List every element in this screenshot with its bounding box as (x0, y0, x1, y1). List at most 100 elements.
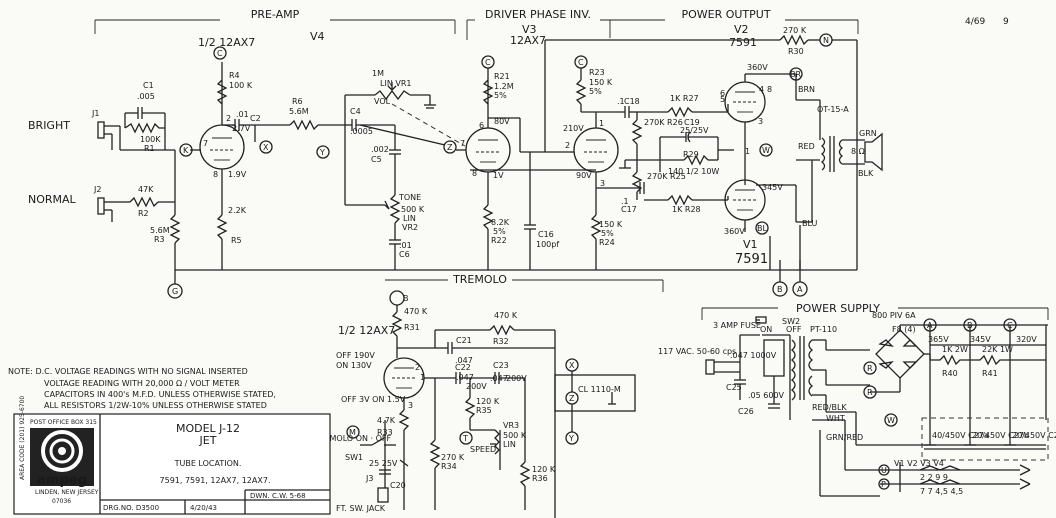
logo-po: POST OFFICE BOX 315 (30, 419, 97, 426)
r30-value: 270 K (783, 26, 807, 35)
node-y-opto: Y (568, 434, 574, 443)
node-y: Y (319, 148, 325, 157)
node-t: T (462, 434, 468, 443)
logo-city: LINDEN, NEW JERSEY (35, 489, 99, 496)
v2-name: V2 (734, 23, 749, 36)
v4-pin7: 7 (203, 139, 208, 148)
node-x-opto: X (569, 361, 575, 370)
c4-label: C4 (350, 107, 361, 116)
note-line1: NOTE: D.C. VOLTAGE READINGS WITH NO SIGN… (8, 367, 248, 376)
c26-value: .05 600V (748, 391, 785, 400)
r6-value: 5.6M (289, 107, 309, 116)
node-r-2: R (867, 388, 873, 397)
tone-label: TONE (398, 193, 421, 202)
r1-label: R1 (144, 144, 155, 153)
c23-label: C23 (493, 361, 509, 370)
v1-type: 7591 (735, 252, 768, 267)
r32-label: R32 (493, 337, 509, 346)
tone-stack (344, 82, 466, 270)
v2-pin4: 4 (759, 85, 764, 94)
power-supply-frame (701, 307, 1049, 320)
vr3-label: VR3 (503, 421, 519, 430)
blk-label: BLK (858, 169, 874, 178)
node-c-v3b: C (578, 58, 584, 67)
r33-label: R33 (377, 428, 393, 437)
r4-label: R4 (229, 71, 240, 80)
r35-value: 120 K (476, 397, 500, 406)
node-w-ps: W (887, 416, 895, 425)
vr3-value: 500 K (503, 431, 527, 440)
c22-voltage: 200V (466, 382, 487, 391)
model-text: MODEL J-12 (176, 422, 240, 435)
v3b-pin1: 1 (599, 119, 604, 128)
c6-label: C6 (399, 250, 410, 259)
v2-type: 7591 (729, 36, 757, 49)
tremolo-title: TREMOLO (452, 273, 507, 286)
date-text: 4/69 (965, 17, 985, 27)
brn-label: BRN (798, 85, 815, 94)
preamp-label: PRE-AMP (251, 8, 300, 21)
v345-label: 345V (762, 183, 783, 192)
v3b-tube (570, 55, 630, 270)
r21-tol: 5% (494, 91, 507, 100)
r28-label: 1K R28 (672, 205, 701, 214)
v2-pin6: 6 (720, 89, 725, 98)
r36-label: R36 (532, 474, 548, 483)
j2-label: J2 (93, 185, 101, 194)
power-supply-title: POWER SUPPLY (796, 302, 880, 315)
node-b-trem: B (403, 294, 409, 303)
r2-label: R2 (138, 209, 149, 218)
r34-value: 270 K (441, 453, 465, 462)
vr2-value: 500 K (401, 205, 425, 214)
c2-value: .01 (236, 110, 249, 119)
v345-ps: 345V (970, 335, 991, 344)
r6-label: R6 (292, 97, 303, 106)
r1-value: 100K (140, 135, 161, 144)
v2-pin8: 8 (767, 85, 772, 94)
node-br: BR (790, 70, 801, 79)
c20-label: C20 (390, 481, 406, 490)
logo-phone: AREA CODE (201) 925-6700 (19, 396, 26, 480)
r34-label: R34 (441, 462, 457, 471)
c5-value: .002 (371, 145, 389, 154)
v4-plate-v: 2.7V (232, 124, 251, 133)
node-k: K (183, 146, 189, 155)
c5-label: C5 (371, 155, 382, 164)
sw2-label: SW2 (782, 317, 800, 326)
transformer-label: OT-15-A (817, 105, 849, 114)
v4-pin2: 2 (226, 114, 231, 123)
v360-top: 360V (747, 63, 768, 72)
node-w-out: W (762, 146, 770, 155)
trem-pin1: 1 (420, 373, 425, 382)
r3-label: R3 (154, 235, 165, 244)
node-c-ps: C (1007, 321, 1013, 330)
node-bl: BL (757, 224, 767, 233)
tremolo-circuit (360, 290, 556, 518)
r29-value: 140 1/2 10W (668, 167, 719, 176)
grn-label: GRN (859, 129, 877, 138)
vr3-type: LIN (503, 440, 516, 449)
v360-bot: 360V (724, 227, 745, 236)
node-u: U (881, 466, 887, 475)
v5-type: 1/2 12AX7 (338, 324, 395, 337)
note-line2: VOLTAGE READING WITH 20,000 Ω / VOLT MET… (44, 379, 240, 388)
input-jacks (97, 107, 181, 270)
heater-pins-b: 7 7 4,5 4,5 (920, 487, 963, 496)
node-p: P (881, 480, 886, 489)
v3b-plate-v: 210V (563, 124, 584, 133)
c19-value: 25/25V (680, 126, 709, 135)
r23-tol: 5% (589, 87, 602, 96)
v320-label: 320V (1016, 335, 1037, 344)
node-c-top: C (217, 49, 223, 58)
node-c-v3: C (485, 58, 491, 67)
tube-list: 7591, 7591, 12AX7, 12AX7. (160, 476, 271, 485)
node-z: Z (447, 143, 453, 152)
red-label: RED (798, 142, 815, 151)
logo-zip: 07036 (52, 498, 71, 505)
red-blk-label: RED/BLK (812, 403, 847, 412)
j1-label: J1 (91, 109, 99, 118)
r30-label: R30 (788, 47, 804, 56)
r5-value: 2.2K (228, 206, 247, 215)
v3b-cath-v: 90V (576, 171, 592, 180)
